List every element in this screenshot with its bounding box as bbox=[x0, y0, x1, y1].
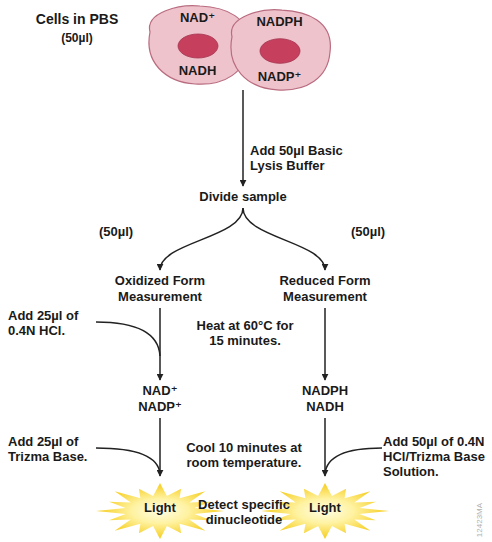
cell-nucleus bbox=[178, 34, 218, 58]
step-text: NAD⁺ NADP⁺ bbox=[118, 382, 202, 416]
cell-shape: NADPH NADP⁺ bbox=[222, 6, 337, 94]
cell-nucleus bbox=[260, 39, 300, 64]
step-name: NAD⁺ NADP⁺ bbox=[130, 383, 190, 415]
flow-arrow bbox=[243, 208, 325, 270]
watermark: 12423MA bbox=[475, 490, 485, 542]
flow-arrow bbox=[242, 90, 244, 186]
molecule-name: NADPH bbox=[222, 14, 337, 30]
light-text: Light bbox=[144, 500, 176, 516]
edge-label: (50µl) bbox=[86, 224, 146, 239]
edge-label: Add 25µl of 0.4N HCl. bbox=[8, 308, 94, 338]
step-text: Divide sample bbox=[188, 188, 298, 206]
step-name: Oxidized Form Measurement bbox=[105, 273, 215, 305]
edge-label: Add 50µl of 0.4N HCl/Trizma Base Solutio… bbox=[383, 434, 489, 479]
step-note: Cool 10 minutes at room temperature. bbox=[178, 440, 310, 470]
step-name: Reduced Form Measurement bbox=[270, 273, 380, 305]
light-text: Light bbox=[309, 500, 341, 516]
flow-arrow bbox=[160, 208, 243, 270]
step-text: NADPH NADH bbox=[283, 382, 367, 416]
reagent-curve bbox=[96, 322, 160, 356]
step-note: (50µl) bbox=[18, 31, 136, 46]
flow-arrow bbox=[159, 418, 161, 476]
molecule-name: NADP⁺ bbox=[222, 69, 337, 85]
step-note: Cells in PBS bbox=[18, 12, 136, 27]
flow-arrow bbox=[324, 418, 326, 476]
step-name: Divide sample bbox=[199, 189, 286, 205]
step-text: Oxidized Form Measurement bbox=[105, 272, 215, 306]
reagent-curve bbox=[96, 448, 160, 474]
flow-arrow bbox=[324, 308, 326, 380]
step-note: Heat at 60°C for 15 minutes. bbox=[190, 318, 300, 348]
flow-arrow bbox=[159, 308, 161, 380]
edge-label: (50µl) bbox=[338, 224, 398, 239]
edge-label: Add 50µl Basic Lysis Buffer bbox=[250, 143, 360, 173]
step-text: Reduced Form Measurement bbox=[270, 272, 380, 306]
step-name: NADPH NADH bbox=[295, 383, 355, 415]
step-note: Detect specific dinucleotide bbox=[198, 497, 290, 527]
reagent-curve bbox=[325, 448, 382, 474]
edge-label: Add 25µl of Trizma Base. bbox=[8, 434, 96, 464]
